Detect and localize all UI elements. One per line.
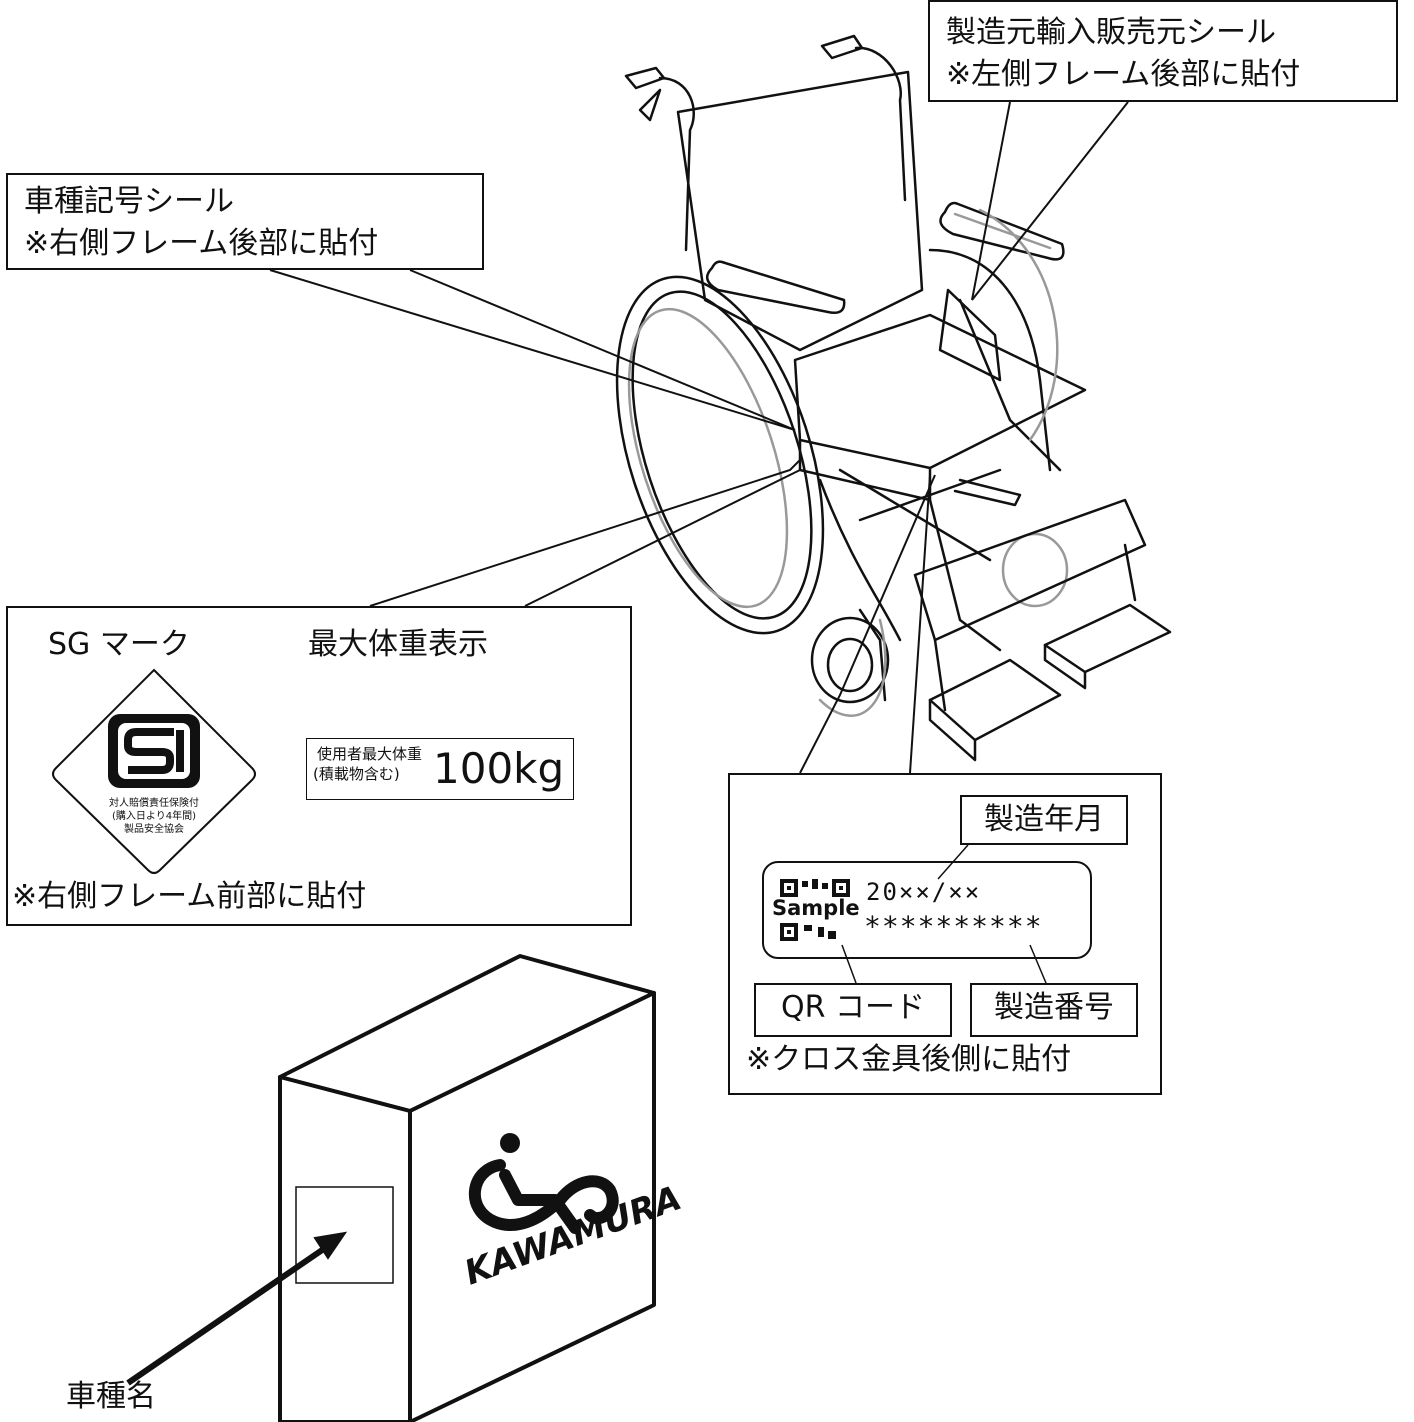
qr-code-tag: QR コード bbox=[754, 983, 952, 1037]
left-frame bbox=[928, 248, 1052, 472]
seat bbox=[793, 313, 1087, 470]
backrest bbox=[676, 70, 924, 352]
handrim bbox=[627, 307, 789, 609]
leader-weight bbox=[524, 469, 801, 607]
model-code-seal-note: ※右側フレーム後部に貼付 bbox=[24, 226, 379, 261]
wheelchair-illustration bbox=[615, 34, 1172, 762]
push-handle-right bbox=[820, 34, 907, 202]
footplate-right bbox=[928, 658, 1062, 742]
leader-lines bbox=[269, 101, 1129, 774]
serial-number-value: ********** bbox=[864, 910, 1043, 943]
footplate-left bbox=[1043, 603, 1172, 674]
model-code-seal-title: 車種記号シール bbox=[24, 184, 234, 219]
cross-pipe bbox=[953, 478, 1022, 507]
push-handle-left bbox=[624, 66, 695, 252]
left-wheel-shadow-2 bbox=[818, 618, 887, 717]
footplate-right-side bbox=[928, 698, 977, 762]
sg-mark-seal: 対人賠償責任保険付 (購入日より4年間) 製品安全協会 bbox=[52, 668, 256, 874]
leader-model-1 bbox=[269, 269, 796, 431]
left-side-sheet bbox=[938, 288, 1002, 382]
leg-rest-frame bbox=[933, 543, 1137, 712]
leader-qr bbox=[799, 474, 936, 774]
package-box bbox=[278, 954, 656, 1422]
serial-sticker: Sample 20××/×× ********** bbox=[762, 861, 1092, 959]
manufacturer-seal-title: 製造元輸入販売元シール bbox=[946, 15, 1276, 50]
lower-frame bbox=[818, 478, 1002, 652]
max-weight-label: 使用者最大体重 (積載物含む) 100kg bbox=[306, 738, 574, 800]
sg-placement-note: ※右側フレーム前部に貼付 bbox=[12, 879, 367, 914]
manufacturer-seal-note: ※左側フレーム後部に貼付 bbox=[946, 57, 1301, 92]
kawamura-logo-icon bbox=[468, 1133, 619, 1234]
footplate-left-side bbox=[1043, 643, 1087, 690]
brake-lever bbox=[638, 88, 662, 122]
leader-manufacturer-2 bbox=[971, 101, 1129, 301]
front-caster-right bbox=[810, 616, 890, 704]
sg-logo-icon bbox=[108, 714, 200, 788]
callout-manufacturer: 製造元輸入販売元シール ※左側フレーム後部に貼付 bbox=[928, 0, 1398, 102]
left-wheel-shadow bbox=[978, 208, 1059, 442]
callout-model-code: 車種記号シール ※右側フレーム後部に貼付 bbox=[6, 173, 484, 270]
callout-sg-weight: SG マーク 最大体重表示 対人賠償責任保険付 (購入日より4年間) 製品安全協… bbox=[6, 606, 632, 926]
qr-sample-watermark: Sample bbox=[772, 896, 860, 920]
armrest-left-shadow bbox=[953, 212, 1052, 250]
max-weight-title: 最大体重表示 bbox=[308, 627, 488, 662]
arrow-model-name bbox=[126, 1231, 348, 1386]
manufacture-date-value: 20××/×× bbox=[866, 878, 982, 906]
sg-seal-text-3: 製品安全協会 bbox=[124, 822, 184, 835]
front-caster-left bbox=[1001, 532, 1069, 608]
box-side bbox=[278, 1075, 412, 1422]
armrest-right bbox=[705, 260, 846, 314]
sg-seal-text-1: 対人賠償責任保険付 bbox=[109, 796, 199, 809]
box-model-label-area bbox=[295, 1186, 394, 1284]
rear-wheel-outer bbox=[615, 275, 825, 635]
front-caster-right-inner bbox=[826, 637, 874, 693]
cross-bar bbox=[838, 468, 1002, 562]
sticker-pointers bbox=[841, 844, 1047, 984]
max-weight-caption-1: 使用者最大体重 bbox=[317, 745, 423, 763]
callout-serial: 製造年月 Sample 20××/×× ********** QR コード 製造… bbox=[728, 773, 1162, 1095]
qr-code-icon bbox=[780, 879, 850, 941]
leader-serial bbox=[909, 474, 931, 774]
rear-wheel-inner bbox=[631, 290, 813, 620]
armrest-left bbox=[939, 201, 1065, 261]
date-tag: 製造年月 bbox=[960, 795, 1128, 845]
serial-number-tag: 製造番号 bbox=[970, 983, 1138, 1037]
max-weight-caption-2: (積載物含む) bbox=[313, 765, 400, 783]
left-frame-rail bbox=[958, 298, 1062, 472]
sg-seal-text-2: (購入日より4年間) bbox=[112, 809, 196, 822]
leader-sg bbox=[369, 459, 801, 607]
max-weight-value: 100kg bbox=[433, 744, 565, 793]
sg-mark-title: SG マーク bbox=[48, 627, 190, 662]
leader-model-2 bbox=[409, 269, 796, 431]
model-name-caption: 車種名 bbox=[66, 1379, 156, 1414]
serial-placement-note: ※クロス金具後側に貼付 bbox=[746, 1042, 1072, 1077]
leg-rest-sling bbox=[913, 498, 1147, 642]
leader-manufacturer bbox=[971, 101, 1011, 301]
